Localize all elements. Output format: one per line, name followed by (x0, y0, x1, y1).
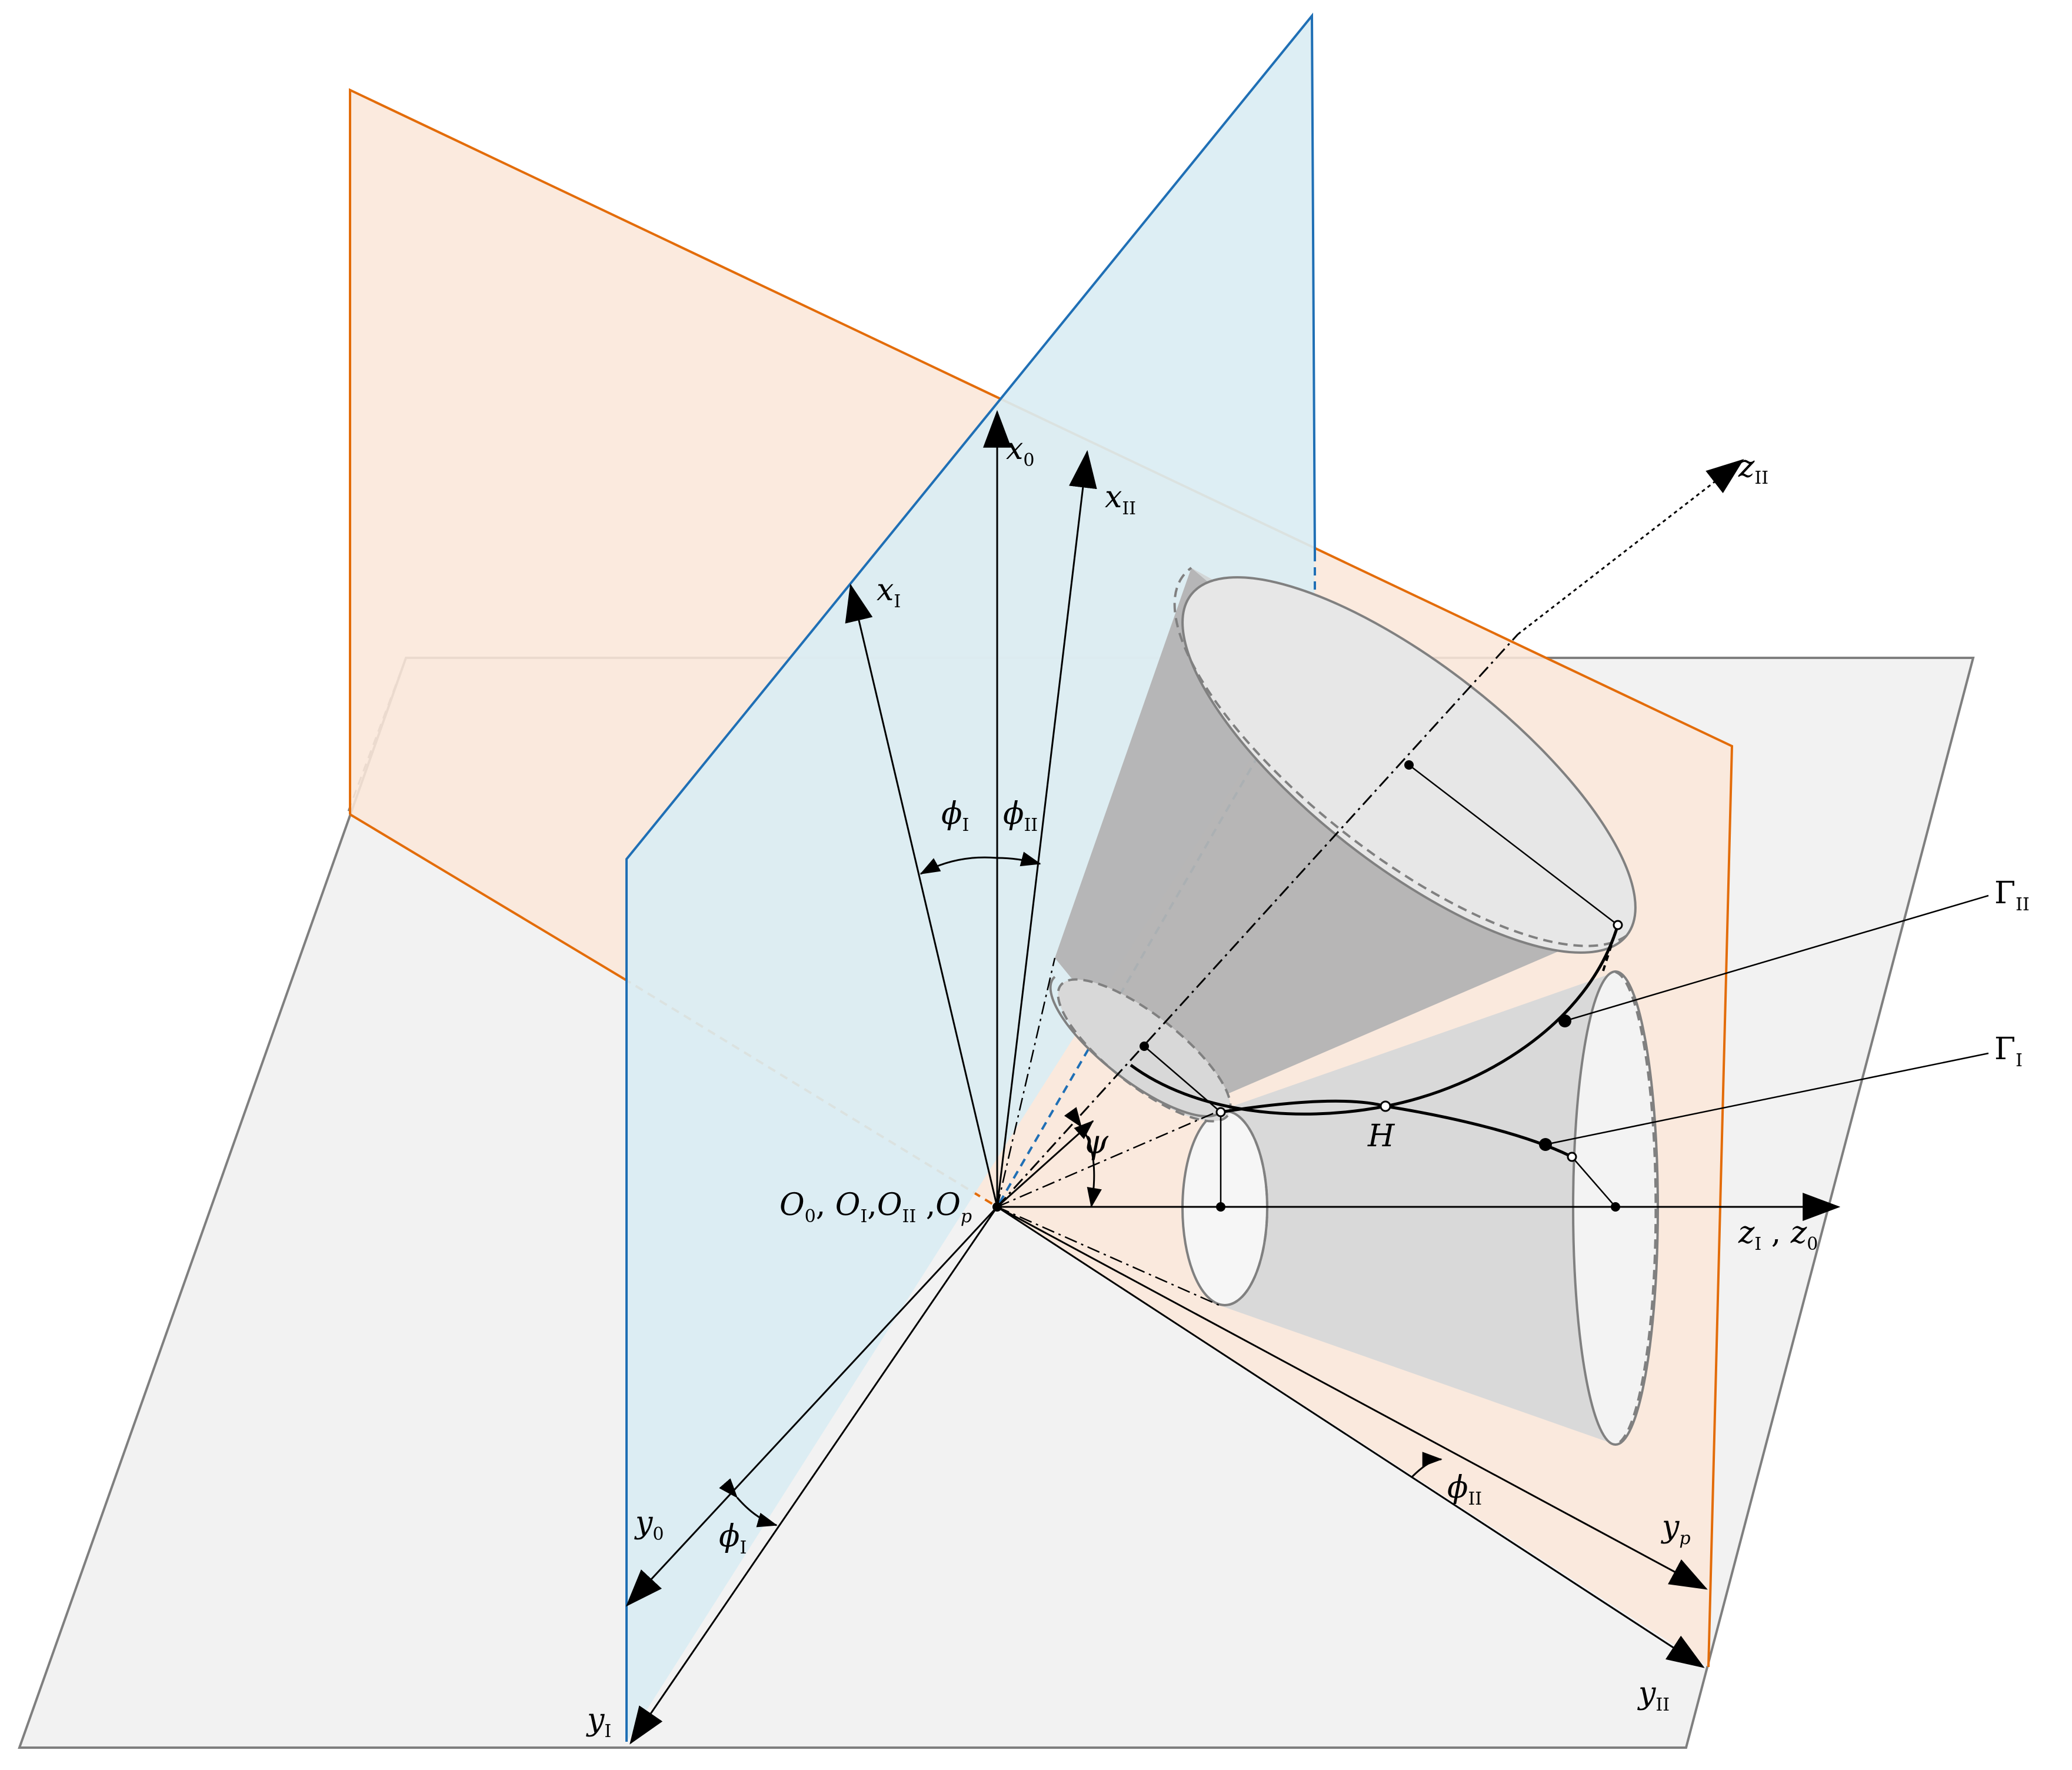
label-y0: y0 (634, 1505, 664, 1545)
label-gamma-II-main: Γ (1994, 876, 2016, 911)
label-phiI-bottom-main: ϕ (719, 1519, 739, 1554)
label-yp: yp (1661, 1509, 1691, 1549)
origin-point (992, 1202, 1002, 1212)
label-x0: x0 (1006, 431, 1034, 471)
label-zI-z0: zI , z0 (1738, 1215, 1818, 1255)
label-zI: z (1738, 1215, 1755, 1250)
label-phiII-top: ϕII (1003, 796, 1038, 836)
label-z-sep: , (1761, 1215, 1791, 1250)
axis-yII (997, 1206, 1705, 1668)
label-phiI-top-sub: I (962, 815, 969, 836)
label-zII: zII (1738, 449, 1768, 488)
dashed-edge-right (1602, 924, 1619, 971)
label-gamma-I-main: Γ (1994, 1032, 2016, 1067)
radius-lines (1144, 764, 1618, 1207)
label-x0-sub: 0 (1023, 450, 1034, 471)
label-origin: O0, OI,OII ,Op (780, 1187, 972, 1227)
label-xI-main: x (877, 573, 894, 608)
label-Op: O (935, 1187, 961, 1223)
label-phiI-top: ϕI (941, 796, 969, 836)
label-yI-main: y (586, 1702, 605, 1738)
label-phiII-top-sub: II (1024, 815, 1038, 836)
label-yp-main: y (1661, 1509, 1680, 1545)
point-H (1380, 1100, 1391, 1112)
blue-plane (627, 16, 1315, 1742)
label-phiI-top-main: ϕ (941, 796, 962, 831)
label-gamma-I: ΓI (1994, 1032, 2023, 1071)
label-origin-sep1: , (816, 1187, 835, 1223)
label-yII-sub: II (1655, 1695, 1670, 1715)
orange-plane-edge-front (349, 813, 625, 980)
label-psi: ψ (1082, 1123, 1109, 1162)
label-OI: O (835, 1187, 861, 1223)
label-zII-sub: II (1754, 468, 1768, 488)
axes (625, 410, 1841, 1745)
axis-y0 (625, 1206, 998, 1607)
label-zI-sub: I (1754, 1234, 1761, 1255)
labels: x0 xII xI zII ϕI ϕII ΓII ΓI ψ H O0, OI,O… (586, 431, 2030, 1742)
label-phiII-bottom-sub: II (1468, 1489, 1482, 1509)
label-psi-main: ψ (1082, 1123, 1109, 1162)
label-phiII-bottom-main: ϕ (1447, 1470, 1468, 1505)
angle-arcs (719, 851, 1443, 1528)
label-OI-sub: I (860, 1206, 867, 1227)
axis-xII (996, 450, 1097, 1207)
label-phiI-bottom-sub: I (739, 1538, 747, 1558)
label-gamma-II: ΓII (1994, 876, 2030, 915)
label-xI: xI (877, 573, 901, 612)
label-zII-main: z (1738, 449, 1755, 484)
label-O0-sub: 0 (805, 1206, 816, 1227)
leader-gamma-I (1545, 1052, 1989, 1146)
label-OII: O (877, 1187, 902, 1223)
leader-gamma-II (1564, 894, 1989, 1022)
label-z0: z (1790, 1215, 1807, 1250)
label-O0: O (780, 1187, 805, 1223)
label-phiII-bottom: ϕII (1447, 1470, 1482, 1509)
label-yp-sub: p (1679, 1528, 1690, 1549)
axis-xI (845, 583, 998, 1207)
label-H-main: H (1367, 1119, 1395, 1154)
blue-plane-edge (625, 12, 1316, 1742)
label-xI-sub: I (894, 591, 901, 612)
axis-yp (997, 1206, 1708, 1590)
label-z0-sub: 0 (1807, 1234, 1818, 1255)
label-gamma-II-sub: II (2016, 894, 2030, 915)
label-xII: xII (1105, 480, 1136, 519)
label-yII-main: y (1637, 1676, 1656, 1711)
label-yII: yII (1637, 1676, 1670, 1715)
label-y0-sub: 0 (652, 1524, 664, 1545)
label-x0-main: x (1006, 431, 1023, 467)
gear-body-I (1181, 970, 1659, 1446)
label-xII-sub: II (1122, 498, 1136, 519)
label-yI-sub: I (604, 1721, 611, 1742)
axis-yI (629, 1206, 998, 1745)
label-y0-main: y (634, 1505, 653, 1541)
label-xII-main: x (1105, 480, 1122, 515)
label-OII-sub: II (902, 1206, 916, 1227)
label-yI: yI (586, 1702, 611, 1742)
axis-zII (1517, 459, 1744, 636)
label-phiII-top-main: ϕ (1003, 796, 1024, 831)
label-Op-sub: p (961, 1206, 972, 1227)
label-phiI-bottom: ϕI (719, 1519, 747, 1558)
label-H: H (1367, 1119, 1395, 1154)
label-origin-sep3: , (916, 1187, 935, 1223)
label-gamma-I-sub: I (2016, 1050, 2023, 1071)
label-origin-sep2: , (867, 1187, 877, 1223)
